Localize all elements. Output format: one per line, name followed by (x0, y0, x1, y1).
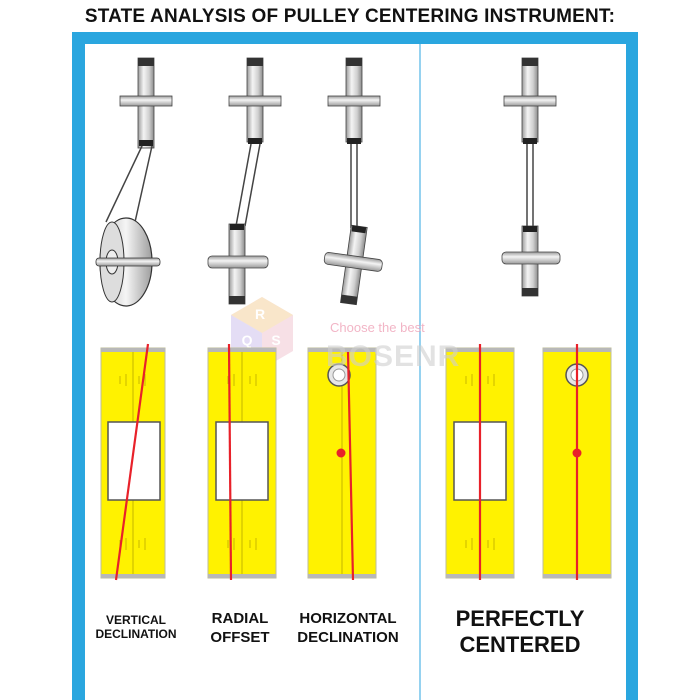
target-plate-centered-window (445, 344, 515, 580)
label-vertical-declination: VERTICAL DECLINATION (82, 613, 190, 642)
target-plate-vertical-declination (100, 343, 166, 581)
pulley-wheel-icon (95, 217, 161, 307)
laser-line (114, 343, 150, 581)
target-plate-horizontal-declination (307, 347, 377, 581)
watermark-brand: BOSENR (326, 340, 461, 373)
label-line-2: DECLINATION (297, 628, 399, 646)
label-radial-offset: RADIAL OFFSET (196, 610, 284, 648)
label-line-2: CENTERED (459, 632, 581, 658)
label-line-2: OFFSET (210, 628, 270, 646)
svg-text:Q: Q (242, 332, 253, 348)
label-line-1: HORIZONTAL (299, 610, 397, 627)
svg-text:R: R (255, 306, 265, 322)
assembly-horizontal-declination (323, 57, 383, 306)
label-line-1: RADIAL (211, 610, 269, 627)
label-line-2: DECLINATION (95, 626, 177, 641)
assembly-vertical-declination (95, 57, 173, 307)
laser-line (227, 343, 233, 581)
target-plate-centered-ring (542, 344, 612, 580)
assembly-perfectly-centered (501, 57, 561, 297)
target-dot-icon (336, 448, 346, 458)
assembly-radial-offset (207, 57, 282, 305)
target-plate-radial-offset (207, 343, 277, 581)
watermark-tagline: Choose the best (330, 320, 425, 335)
label-line-1: VERTICAL (106, 613, 166, 627)
page-title: STATE ANALYSIS OF PULLEY CENTERING INSTR… (84, 6, 616, 27)
label-perfectly-centered: PERFECTLY CENTERED (430, 606, 610, 659)
label-line-1: PERFECTLY (455, 606, 585, 631)
svg-text:S: S (271, 332, 280, 348)
laser-line (346, 351, 355, 581)
label-horizontal-declination: HORIZONTAL DECLINATION (282, 610, 414, 648)
